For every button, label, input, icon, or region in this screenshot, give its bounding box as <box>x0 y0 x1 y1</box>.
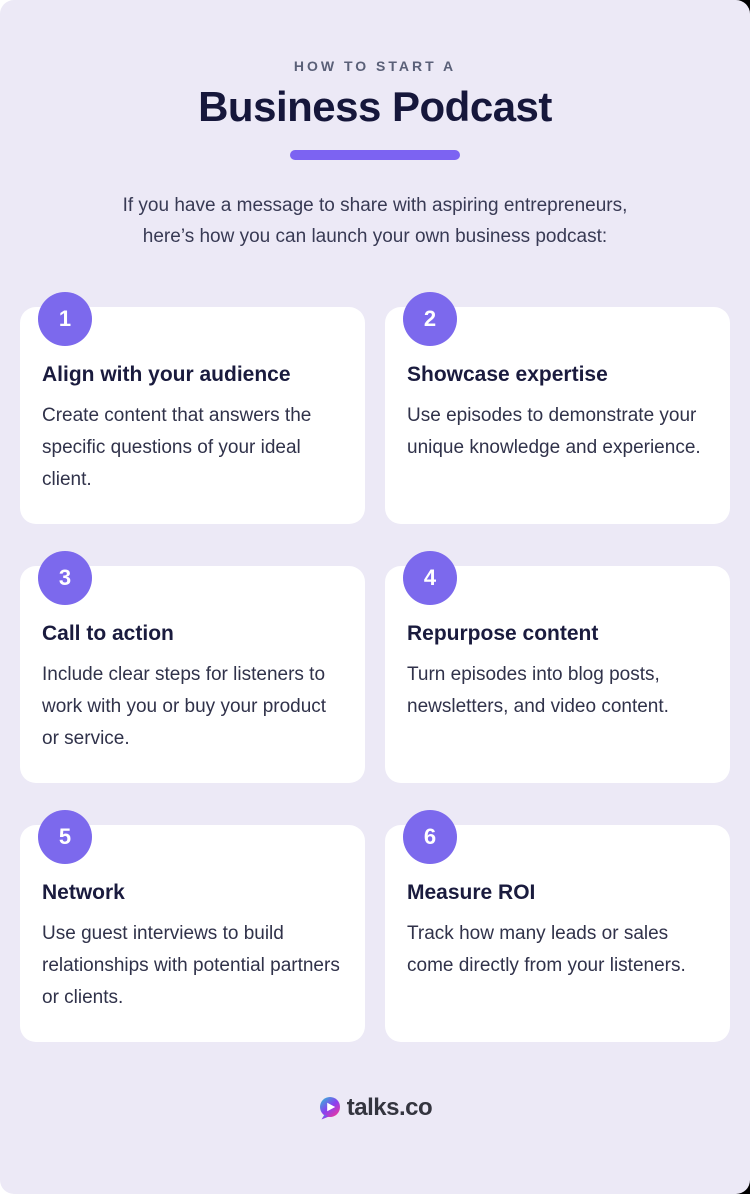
step-card-1: 1 Align with your audience Create conten… <box>20 292 365 524</box>
step-title: Network <box>42 881 125 904</box>
step-number-badge: 4 <box>403 551 457 605</box>
logo-text: talks.co <box>346 1094 433 1121</box>
title-underline-bar <box>290 150 460 160</box>
step-number-badge: 3 <box>38 551 92 605</box>
step-card-3: 3 Call to action Include clear steps for… <box>20 551 365 783</box>
intro-line-1: If you have a message to share with aspi… <box>122 195 628 216</box>
step-number-badge: 2 <box>403 292 457 346</box>
step-description: Use guest interviews to build relationsh… <box>42 923 340 1008</box>
step-card-5: 5 Network Use guest interviews to build … <box>20 810 365 1042</box>
step-card-6: 6 Measure ROI Track how many leads or sa… <box>385 810 730 1042</box>
step-title: Align with your audience <box>42 363 291 386</box>
step-number-badge: 6 <box>403 810 457 864</box>
steps-grid: 1 Align with your audience Create conten… <box>20 292 730 1042</box>
step-title: Call to action <box>42 622 174 645</box>
footer: talks.co <box>0 1094 750 1122</box>
page-title: Business Podcast <box>198 83 552 130</box>
step-number-badge: 1 <box>38 292 92 346</box>
intro-line-2: here’s how you can launch your own busin… <box>142 226 608 247</box>
speech-bubble-play-icon <box>318 1096 342 1120</box>
step-card-2: 2 Showcase expertise Use episodes to dem… <box>385 292 730 524</box>
step-description: Create content that answers the specific… <box>42 405 312 490</box>
step-description: Use episodes to demonstrate your unique … <box>407 405 701 458</box>
step-title: Repurpose content <box>407 622 599 645</box>
step-description: Track how many leads or sales come direc… <box>407 923 686 976</box>
step-card-4: 4 Repurpose content Turn episodes into b… <box>385 551 730 783</box>
kicker-text: HOW TO START A <box>293 58 457 74</box>
step-title: Measure ROI <box>407 881 536 904</box>
step-title: Showcase expertise <box>407 363 608 386</box>
intro-text: If you have a message to share with aspi… <box>0 190 750 252</box>
step-description: Include clear steps for listeners to wor… <box>42 664 327 749</box>
step-description: Turn episodes into blog posts, newslette… <box>407 664 669 717</box>
step-number-badge: 5 <box>38 810 92 864</box>
